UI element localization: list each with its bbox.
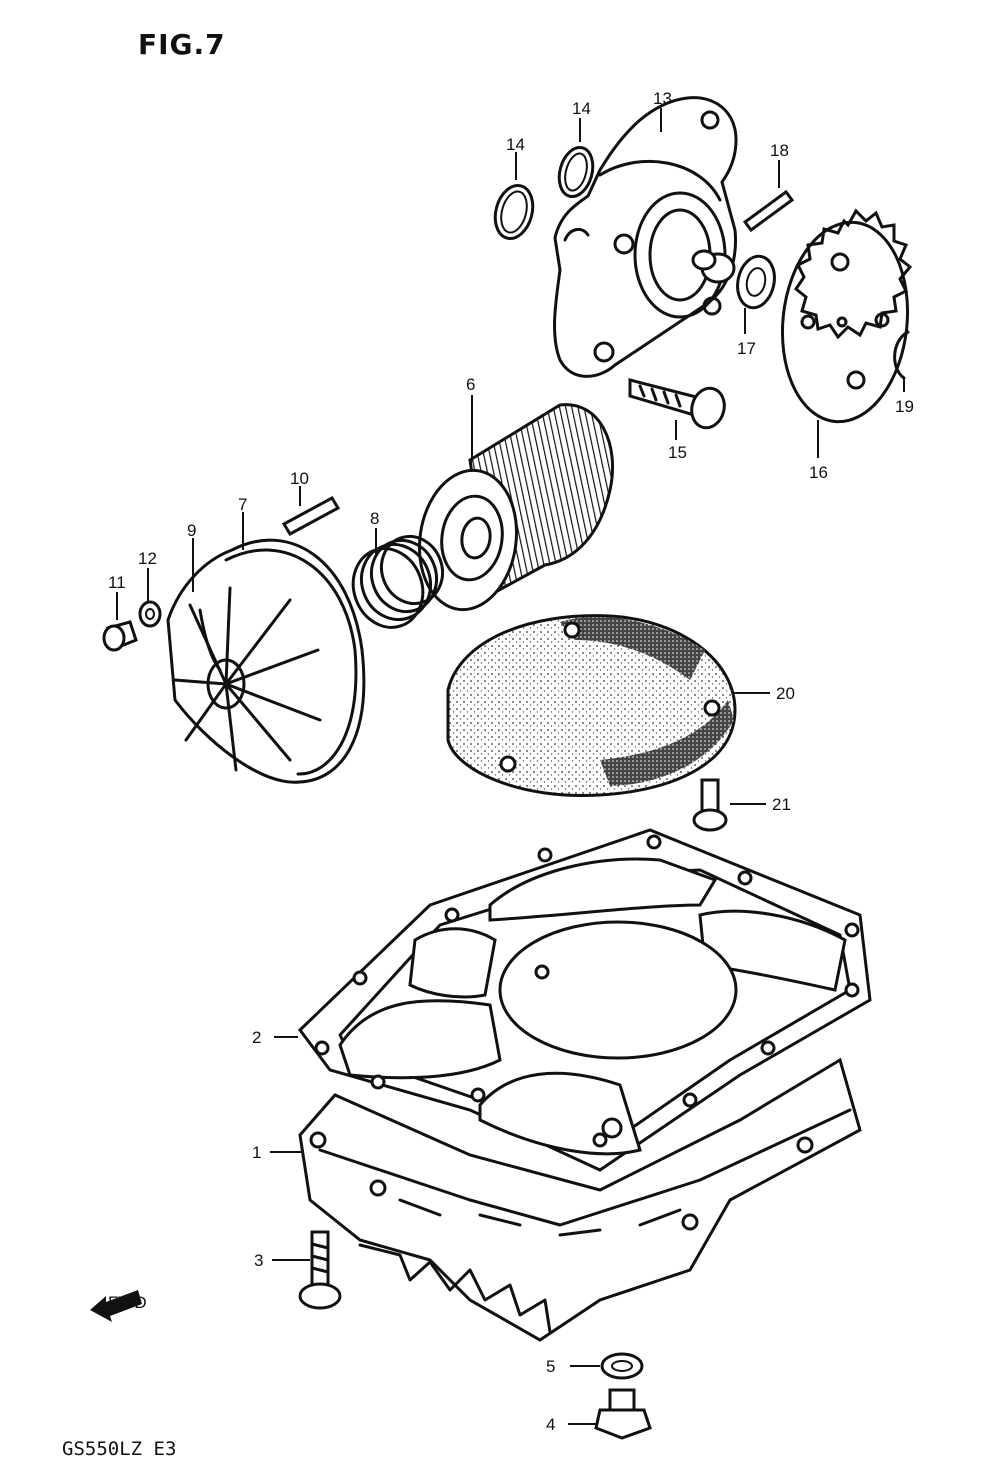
cover-nut — [102, 620, 138, 652]
callout-18: 18 — [770, 141, 789, 160]
fwd-label: FWD — [108, 1293, 147, 1312]
oil-pump-body — [553, 96, 738, 378]
callout-5: 5 — [546, 1357, 555, 1376]
oil-filter-element — [417, 403, 615, 612]
callout-17: 17 — [737, 339, 756, 358]
oil-pan-gasket — [298, 828, 872, 1172]
circlip — [893, 330, 910, 380]
drain-plug — [594, 1388, 652, 1440]
callout-21: 21 — [772, 795, 791, 814]
callout-10: 10 — [290, 469, 309, 488]
oil-pump-driven-gear — [780, 208, 913, 424]
callout-8: 8 — [370, 509, 379, 528]
callout-15: 15 — [668, 443, 687, 462]
model-code: GS550LZ E3 — [62, 1438, 177, 1460]
callout-numbers: 13 14 14 18 17 15 16 19 6 10 8 7 9 12 11… — [108, 89, 914, 1434]
oil-pan-cover-gasket — [446, 614, 737, 798]
callout-6: 6 — [466, 375, 475, 394]
callout-9: 9 — [187, 521, 196, 540]
callout-3: 3 — [254, 1251, 263, 1270]
oil-pan-bolt — [298, 1230, 342, 1310]
thrust-washer — [736, 254, 776, 310]
callout-7: 7 — [238, 495, 247, 514]
callout-4: 4 — [546, 1415, 555, 1434]
cover-bolt-washer — [138, 600, 162, 628]
cover-bolt — [692, 778, 728, 832]
callout-14-right: 14 — [572, 99, 591, 118]
o-ring-left — [493, 184, 535, 240]
callout-20: 20 — [776, 684, 795, 703]
callout-12: 12 — [138, 549, 157, 568]
figure-title: FIG.7 — [138, 28, 226, 61]
forward-direction-arrow-icon: FWD — [90, 1290, 147, 1322]
callout-19: 19 — [895, 397, 914, 416]
callout-leaders — [116, 108, 905, 1425]
o-ring-right — [557, 145, 595, 199]
callout-2: 2 — [252, 1028, 261, 1047]
oil-pan — [298, 1057, 862, 1342]
filter-spring — [351, 534, 444, 629]
pump-mounting-bolt — [628, 378, 726, 430]
oil-filter-cover — [166, 538, 366, 784]
dowel-pin — [742, 189, 795, 233]
callout-16: 16 — [809, 463, 828, 482]
callout-11: 11 — [108, 573, 126, 592]
filter-dowel-pin — [281, 495, 341, 537]
callout-1: 1 — [252, 1143, 261, 1162]
callout-13: 13 — [653, 89, 672, 108]
drain-plug-gasket — [600, 1352, 644, 1380]
callout-14-left: 14 — [506, 135, 525, 154]
